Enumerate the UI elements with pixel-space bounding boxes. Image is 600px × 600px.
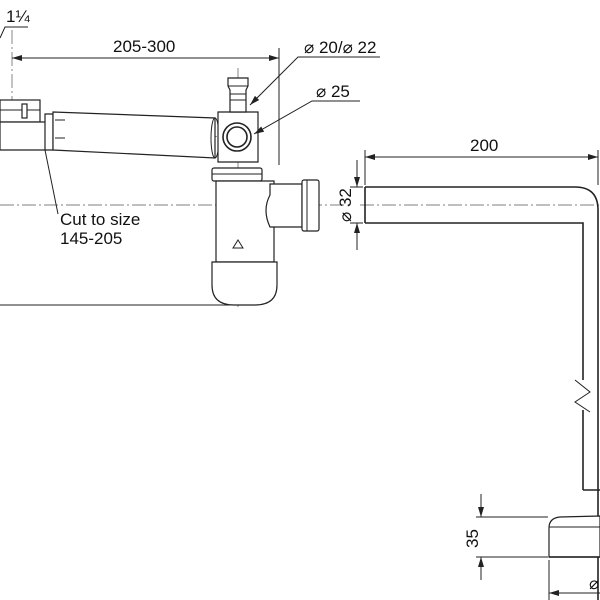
inlet-diameter-callout: ⌀ 25 <box>253 82 360 135</box>
dimension-205-300: 205-300 <box>12 37 280 165</box>
extension-pipe-drawing <box>364 186 600 600</box>
base-height-label: 35 <box>463 529 482 548</box>
dimension-200: 200 <box>364 136 599 185</box>
pipe-length-label: 200 <box>470 136 498 155</box>
centerlines <box>0 30 600 310</box>
spigot-diameter-label: ⌀ 20/⌀ 22 <box>304 38 376 57</box>
dimension-base-diameter: ⌀ <box>548 560 600 600</box>
dimension-35: 35 <box>463 494 548 580</box>
dimension-pipe-diameter: ⌀ 32 <box>336 160 363 250</box>
spigot-diameter-callout: ⌀ 20/⌀ 22 <box>249 38 380 106</box>
length-range-label: 205-300 <box>113 37 175 56</box>
base-diameter-label: ⌀ <box>589 574 599 593</box>
thread-size-callout: 1¼ <box>0 7 30 39</box>
pipe-diameter-label: ⌀ 32 <box>336 188 355 222</box>
inlet-diameter-label: ⌀ 25 <box>316 82 350 101</box>
cut-to-size-callout: Cut to size 145-205 <box>44 149 140 248</box>
cut-note-line2: 145-205 <box>60 229 122 248</box>
cut-note-line1: Cut to size <box>60 210 140 229</box>
thread-size-label: 1¼ <box>6 7 30 26</box>
sink-trap-drawing <box>0 77 320 306</box>
